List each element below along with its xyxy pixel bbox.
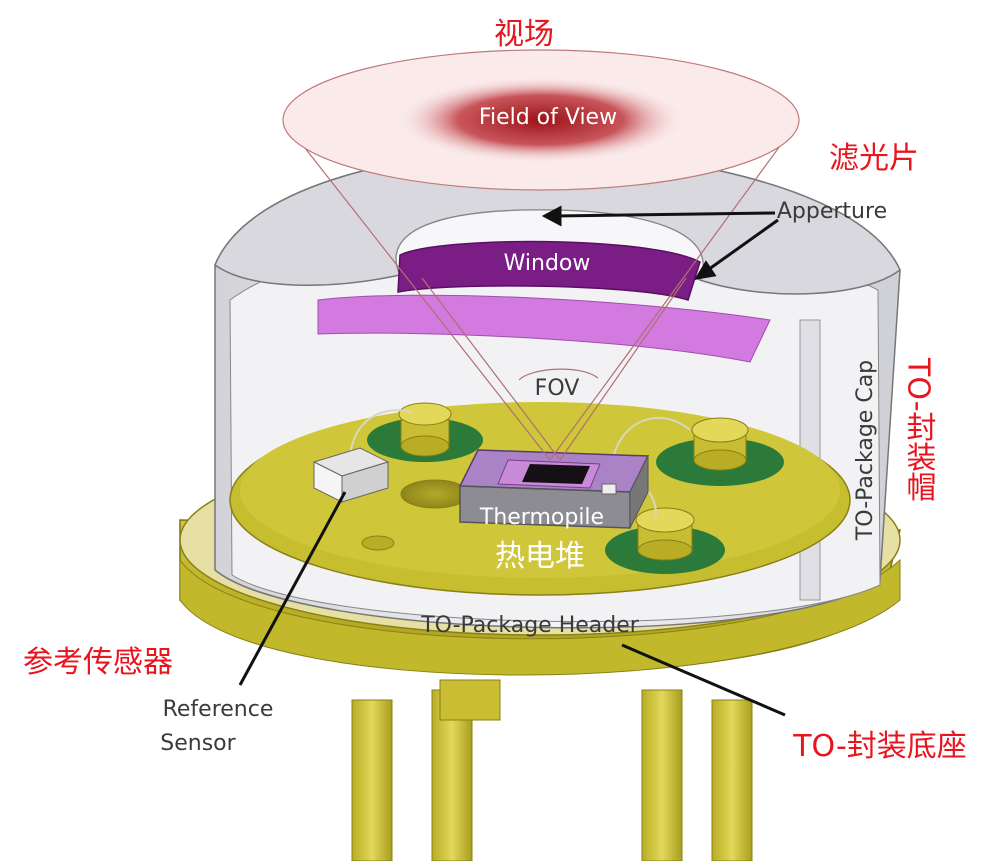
field-of-view-ellipse [282, 49, 800, 191]
label-reference-sensor-en-2: Sensor [160, 731, 236, 756]
filter-element [317, 294, 771, 363]
header-pins [351, 679, 753, 862]
mounting-hole [400, 479, 470, 509]
label-to-header-cn: TO-封装底座 [792, 729, 967, 764]
label-filter-cn: 滤光片 [829, 141, 919, 176]
label-window-en: Window [504, 251, 591, 276]
label-to-cap-en: TO-Package Cap [853, 360, 878, 541]
fov-lines [282, 119, 800, 461]
pin-tab [439, 679, 501, 721]
pin-center-right [641, 689, 683, 862]
label-to-header-en: TO-Package Header [420, 613, 640, 638]
label-fov-en: FOV [535, 376, 580, 401]
label-thermopile-cn: 热电堆 [495, 539, 585, 574]
label-thermopile-en: Thermopile [479, 505, 604, 530]
label-to-cap-cn: TO-封装帽 [901, 357, 936, 502]
thermopile-chip [458, 449, 650, 529]
label-field-of-view-en: Field of View [479, 105, 617, 130]
label-reference-sensor-cn: 参考传感器 [23, 645, 173, 680]
annotation-arrows [238, 205, 786, 717]
pin-right [711, 699, 753, 862]
label-field-of-view-cn: 视场 [494, 17, 554, 52]
window-element [397, 240, 701, 301]
small-hole [361, 535, 395, 551]
label-reference-sensor-en-1: Reference [163, 697, 274, 722]
pin-left [351, 699, 393, 862]
bond-posts [367, 402, 784, 574]
reference-sensor-chip [312, 447, 390, 503]
label-apperture-en: Apperture [777, 199, 887, 224]
